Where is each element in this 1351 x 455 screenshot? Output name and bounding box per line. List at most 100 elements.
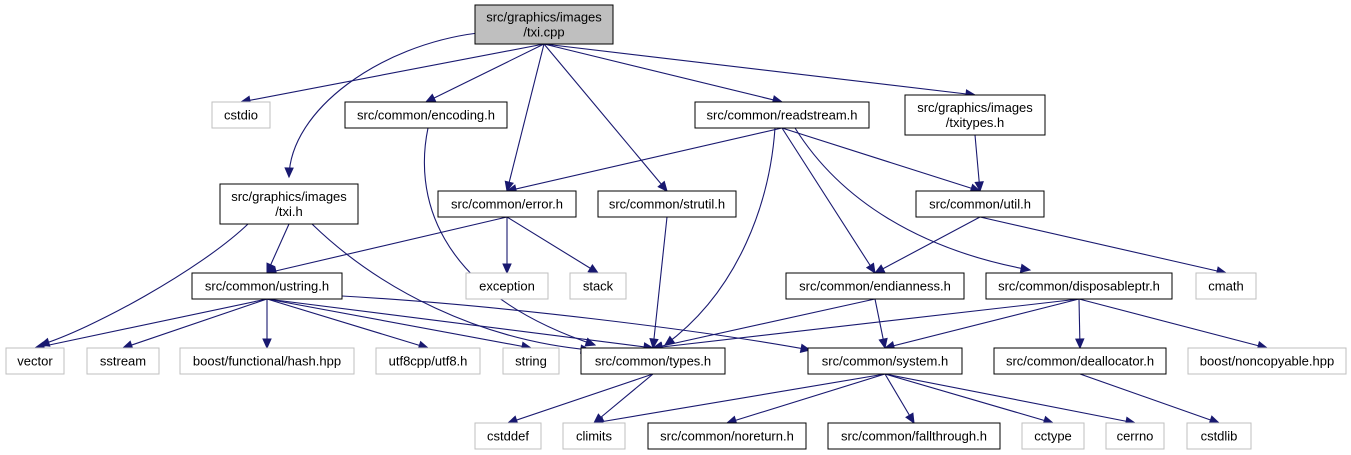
node-box [647,422,807,450]
node-encoding[interactable]: src/common/encoding.h [344,101,508,129]
node-label: cstddef [487,429,529,444]
node-box [904,94,1046,136]
edge-types-to-climits [593,373,654,424]
node-box [375,347,481,375]
node-box [993,347,1167,375]
node-noncopyable[interactable]: boost/noncopyable.hpp [1187,347,1347,375]
node-deallocator[interactable]: src/common/deallocator.h [993,347,1167,375]
node-box [474,422,542,450]
node-txitypes[interactable]: src/graphics/images/txitypes.h [904,94,1046,136]
node-cstdlib[interactable]: cstdlib [1186,422,1252,450]
node-label: src/common/strutil.h [609,197,725,212]
node-label: climits [576,429,613,444]
node-box [562,422,626,450]
node-endianness[interactable]: src/common/endianness.h [785,272,965,300]
edge-disposableptr-to-deallocator [1075,298,1085,350]
node-system[interactable]: src/common/system.h [807,347,963,375]
node-string[interactable]: string [502,347,560,375]
node-label: src/common/types.h [595,354,711,369]
node-label: utf8cpp/utf8.h [389,354,468,369]
node-readstream[interactable]: src/common/readstream.h [694,101,870,129]
node-ustring[interactable]: src/common/ustring.h [191,272,343,300]
node-label: /txitypes.h [946,115,1005,130]
node-label: string [515,354,547,369]
node-box [1195,272,1257,300]
node-utf8[interactable]: utf8cpp/utf8.h [375,347,481,375]
node-label: src/common/ustring.h [205,279,329,294]
node-cstddef[interactable]: cstddef [474,422,542,450]
node-box [86,347,160,375]
node-hash[interactable]: boost/functional/hash.hpp [179,347,355,375]
edge-root-to-readstream [543,43,784,105]
node-label: cstdio [224,108,258,123]
edge-root-to-cstdio [239,43,545,105]
edge-error-to-stack [506,216,600,274]
node-label: src/common/disposableptr.h [998,279,1160,294]
node-label: exception [479,279,535,294]
edge-error-to-ustring [265,216,508,276]
node-box [1187,347,1347,375]
node-box [344,101,508,129]
edge-disposableptr-to-types [651,298,1080,352]
node-types[interactable]: src/common/types.h [580,347,726,375]
node-box [474,4,614,45]
node-label: cerrno [1117,429,1154,444]
edge-system-to-fallthrough [884,373,915,425]
node-box [437,190,577,218]
edge-ustring-to-string [266,298,533,351]
node-label: boost/noncopyable.hpp [1200,354,1334,369]
node-exception[interactable]: exception [465,272,549,300]
node-label: cstdlib [1201,429,1238,444]
node-noreturn[interactable]: src/common/noreturn.h [647,422,807,450]
node-label: boost/functional/hash.hpp [193,354,341,369]
node-label: stack [583,279,614,294]
node-box [191,272,343,300]
edge-root-to-txih [284,32,479,179]
node-box [502,347,560,375]
node-box [219,183,359,225]
node-disposableptr[interactable]: src/common/disposableptr.h [985,272,1173,300]
node-climits[interactable]: climits [562,422,626,450]
node-error[interactable]: src/common/error.h [437,190,577,218]
node-box [597,190,737,218]
edge-deallocator-to-cstdlib [1079,373,1221,425]
nodes-layer: src/graphics/images/txi.cpp cstdio src/com… [5,4,1347,450]
edge-ustring-to-types [266,298,655,352]
node-label: src/graphics/images [231,189,347,204]
node-cmath[interactable]: cmath [1195,272,1257,300]
node-fallthrough[interactable]: src/common/fallthrough.h [827,422,1001,450]
node-cctype[interactable]: cctype [1021,422,1085,450]
edge-types-to-cstddef [506,373,654,425]
node-label: src/common/util.h [929,197,1031,212]
node-box [785,272,965,300]
node-box [179,347,355,375]
node-strutil[interactable]: src/common/strutil.h [597,190,737,218]
node-sstream[interactable]: sstream [86,347,160,375]
node-label: src/common/system.h [822,354,948,369]
node-util[interactable]: src/common/util.h [915,190,1045,218]
node-label: src/common/deallocator.h [1006,354,1154,369]
edge-system-to-cerrno [884,373,1137,426]
edge-util-to-cmath [979,216,1228,276]
node-label: src/common/readstream.h [707,108,858,123]
node-box [1105,422,1165,450]
edge-strutil-to-types [649,216,668,350]
node-txih[interactable]: src/graphics/images/txi.h [219,183,359,225]
edge-ustring-to-vector [33,298,268,351]
node-cerrno[interactable]: cerrno [1105,422,1165,450]
edge-readstream-to-endianness [781,127,876,275]
edge-root-to-strutil [543,43,668,192]
node-label: src/common/noreturn.h [660,429,794,444]
node-box [569,272,627,300]
edge-disposableptr-to-noncopyable [1078,298,1269,351]
node-vector[interactable]: vector [5,347,65,375]
node-root[interactable]: src/graphics/images/txi.cpp [474,4,614,45]
node-box [580,347,726,375]
node-cstdio[interactable]: cstdio [211,101,271,129]
node-box [694,101,870,129]
edge-system-to-climits [592,373,886,427]
node-label: cctype [1034,429,1072,444]
node-label: src/common/error.h [451,197,563,212]
node-stack[interactable]: stack [569,272,627,300]
